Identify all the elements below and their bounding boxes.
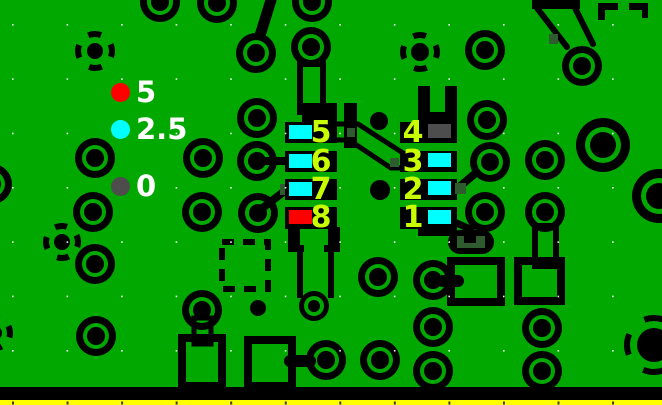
ic-right-pin3-label: 3 <box>402 144 424 179</box>
ic-left-pin8-pad[interactable] <box>289 210 312 224</box>
ic-right-pin2-pad[interactable] <box>428 181 451 195</box>
ic-left-pin5-pad[interactable] <box>289 125 312 139</box>
ic-left-pin6-pad[interactable] <box>289 154 312 168</box>
ic-right-pin1-label: 1 <box>402 200 424 235</box>
ic-left-pin8-label: 8 <box>310 200 332 235</box>
grid-dots <box>12 24 615 405</box>
ic-left-pin7-label: 7 <box>310 172 332 207</box>
ic-right-pin4-label: 4 <box>402 115 424 150</box>
legend-value-2v5: 2.5 <box>136 112 188 146</box>
legend-dot-5v <box>111 83 130 102</box>
ic-right-pin2-label: 2 <box>402 172 424 207</box>
ic-right-pin4-pad[interactable] <box>428 124 451 138</box>
ic-left-pin7-pad[interactable] <box>289 182 312 196</box>
ic-right-pin3-pad[interactable] <box>428 153 451 167</box>
ic-left-pin6-label: 6 <box>310 144 332 179</box>
legend-dot-0v <box>111 177 130 196</box>
ic-left-pin5-label: 5 <box>310 115 332 150</box>
legend-value-5v: 5 <box>136 75 157 109</box>
legend-value-0v: 0 <box>136 169 157 203</box>
legend-dot-2v5 <box>111 120 130 139</box>
ic-right-pin1-pad[interactable] <box>428 210 451 224</box>
